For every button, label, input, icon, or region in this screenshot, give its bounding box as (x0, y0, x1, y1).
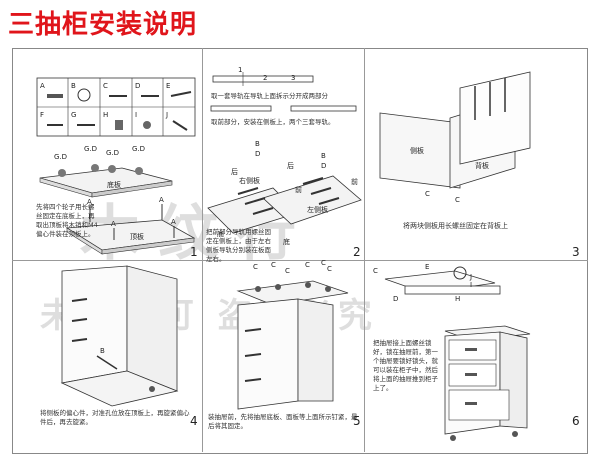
part-callout: G.D (132, 145, 145, 153)
step-number: 3 (572, 245, 580, 259)
finished-cabinet-illustration (444, 325, 531, 441)
part-callout: C (305, 261, 310, 269)
panel-label: 右侧板 (239, 176, 260, 185)
panel-label: 侧板 (410, 146, 424, 155)
part-label: D (135, 82, 140, 90)
part-callout: C (455, 196, 460, 204)
part-label: C (103, 82, 108, 90)
part-callout: G.D (84, 145, 97, 153)
step-caption: 把抽屉接上面螺丝锁好，锁在抽屉前，第一个抽屉要锁好锁头，就可以装在柜子中，然后将… (373, 339, 438, 392)
part-label: H (103, 111, 108, 119)
part-callout: H (455, 295, 460, 303)
part-callout: B (321, 152, 326, 160)
step-caption: 将侧板的偏心件，对准孔位放在顶板上，再旋紧偏心件后，再去旋紧。 (40, 409, 190, 426)
panel-label: 底 (217, 229, 224, 238)
rail-instruction: 取一套导轨在导轨上面拆示分开成两部分 (211, 92, 328, 100)
divider (12, 260, 588, 261)
step-number: 4 (190, 414, 198, 428)
part-callout: A (171, 218, 176, 226)
step-marker: 2 (263, 74, 267, 82)
step-1-panel: A B C D E F G H I J G.D G.D G.D G.D 底板 (12, 48, 202, 260)
part-callout: G.D (106, 149, 119, 157)
part-callout: D (255, 150, 260, 158)
part-label: B (71, 82, 76, 90)
part-callout: A (159, 196, 164, 204)
part-callout: B (255, 140, 260, 148)
step-4-panel: B 将侧板的偏心件，对准孔位放在顶板上，再旋紧偏心件后，再去旋紧。 4 (12, 261, 202, 452)
step-3-panel: 侧板 背板 C C 将两块侧板用长螺丝固定在背板上 3 (365, 48, 586, 260)
panel-label: 背板 (475, 161, 489, 170)
part-label: J (165, 111, 168, 119)
step-number: 2 (353, 245, 361, 259)
step-caption: 把前部分导轨用螺丝固定在侧板上，由于左右侧板导轨分别装在板面左右。 (206, 228, 271, 263)
part-label: G (71, 111, 76, 119)
step-number: 6 (572, 414, 580, 428)
part-callout: C (321, 259, 326, 267)
part-label: F (40, 111, 44, 119)
rail-instruction: 取前部分，安装在侧板上，两个三套导轨。 (211, 118, 335, 126)
panel-label: 前 (351, 177, 358, 186)
parts-table: A B C D E F G H I J (36, 77, 196, 137)
top-board-illustration: G.D G.D G.D G.D 底板 (39, 145, 173, 198)
cabinet-frame-illustration: B (60, 265, 179, 407)
part-label: I (135, 111, 137, 119)
top-attach-illustration: C C C C C C (236, 259, 349, 410)
panel-label: 前 (295, 185, 302, 194)
part-callout: A (111, 220, 116, 228)
step-caption: 装抽屉前，先将抽屉底板、面板等上面所示钉紧，最后将其固定。 (208, 413, 358, 430)
part-callout: J (469, 273, 472, 281)
divider (364, 48, 365, 452)
divider (202, 48, 203, 452)
bottom-board-illustration: A A A A 顶板 (65, 196, 196, 255)
panel-label: 左侧板 (307, 205, 328, 214)
step-5-panel: C C C C C C 装抽屉前，先将抽屉底板、面板等上面所示钉紧，最后将其固定… (203, 259, 364, 452)
instruction-frame (12, 48, 588, 454)
part-callout: C (285, 267, 290, 275)
step-number: 1 (190, 245, 198, 259)
step-marker: 3 (291, 74, 295, 82)
part-callout: C (253, 263, 258, 271)
part-callout: G.D (54, 153, 67, 161)
step-marker: 1 (238, 66, 242, 74)
part-label: A (40, 82, 45, 90)
page-title: 三抽柜安装说明 (8, 10, 198, 40)
step-2-panel: 1 2 3 取一套导轨在导轨上面拆示分开成两部分 取前部分，安装在侧板上，两个三… (203, 48, 364, 263)
board-label: 顶板 (130, 232, 144, 241)
step-caption: 将两块侧板用长螺丝固定在背板上 (403, 222, 508, 230)
panel-label: 底 (283, 237, 290, 246)
drawer-rail-illustration: C E D H I J (373, 263, 501, 303)
part-callout: A (87, 198, 92, 206)
part-callout: C (327, 265, 332, 273)
part-callout: C (373, 267, 378, 275)
board-label: 底板 (107, 180, 121, 189)
part-label: E (166, 82, 170, 90)
part-callout: D (321, 162, 326, 170)
part-callout: B (100, 347, 105, 355)
step-caption: 先将四个轮子用长螺丝固定在底板上，再取出顶板将木销和M4偏心件装在顶板上。 (36, 203, 98, 238)
panel-label: 后 (287, 161, 294, 170)
part-callout: C (271, 261, 276, 269)
step-6-panel: C E D H I J 把抽屉接上面螺丝锁好，锁在抽屉前，第一个抽屉要锁好锁头，… (365, 261, 586, 452)
step-number: 5 (353, 414, 361, 428)
rail-illustration: 1 2 3 (210, 66, 357, 112)
side-panels-illustration: B D B D 后 右侧板 前 后 左侧板 前 底 底 (207, 140, 362, 246)
panel-label: 后 (231, 167, 238, 176)
part-callout: C (425, 190, 430, 198)
part-callout: D (393, 295, 398, 303)
side-back-illustration: 侧板 背板 C C (379, 71, 531, 204)
part-callout: I (470, 281, 472, 289)
part-callout: E (425, 263, 429, 271)
